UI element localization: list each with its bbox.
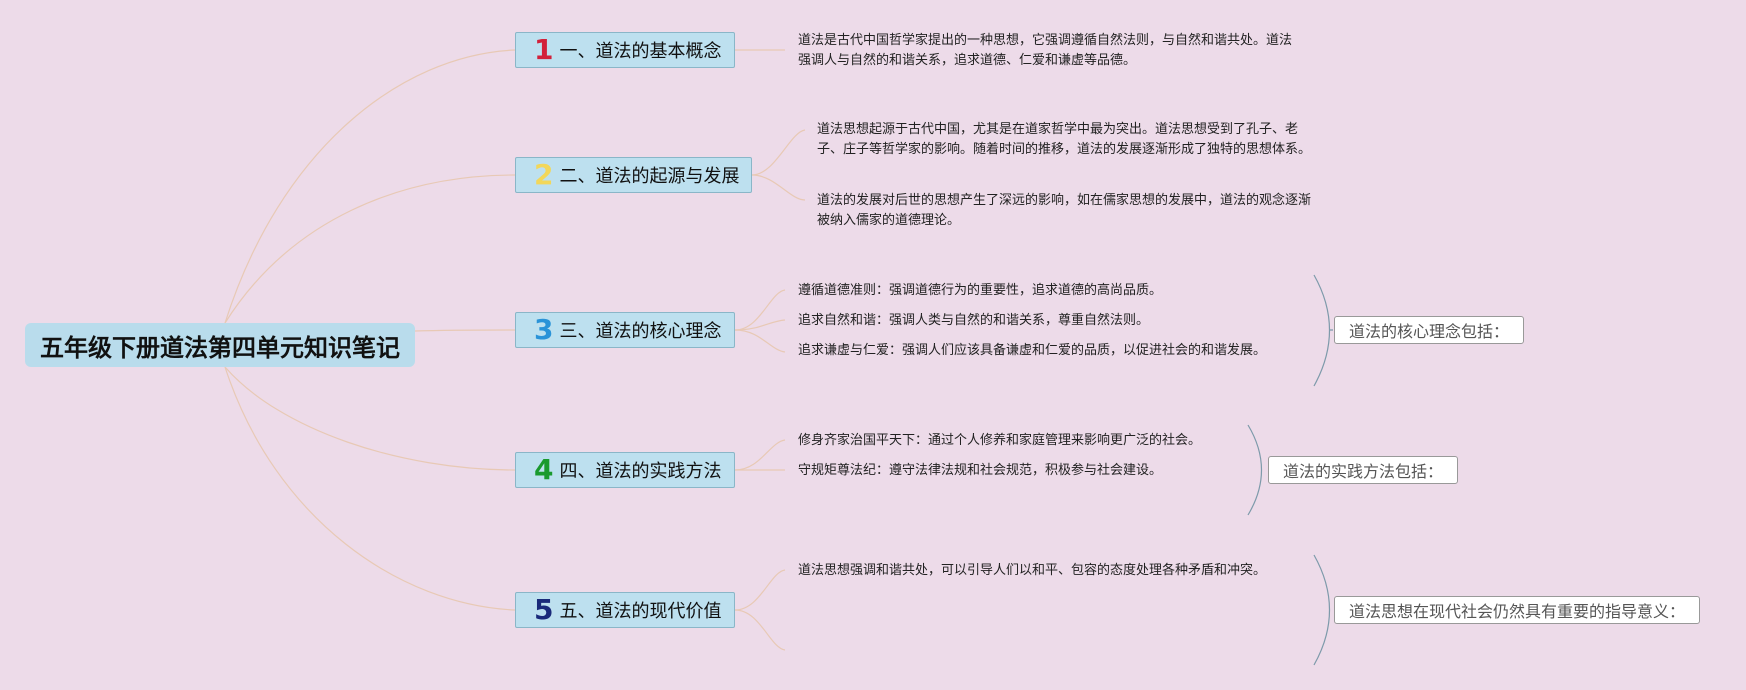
topic-modern-value[interactable]: 5 五、道法的现代价值 bbox=[515, 592, 735, 628]
root-connector-4 bbox=[224, 366, 516, 471]
topic3-connector-c bbox=[734, 329, 786, 353]
root-connector-2 bbox=[224, 174, 516, 324]
summary-practice-methods[interactable]: 道法的实践方法包括： bbox=[1268, 456, 1459, 484]
topic-number-2: 2 bbox=[534, 158, 554, 191]
topic-number-3: 3 bbox=[534, 313, 554, 346]
topic-label: 三、道法的核心理念 bbox=[559, 321, 722, 342]
topic4-connector-a bbox=[734, 439, 786, 471]
root-connector-5 bbox=[224, 366, 516, 611]
topic-practice-methods[interactable]: 4 四、道法的实践方法 bbox=[515, 452, 735, 488]
topic-label: 二、道法的起源与发展 bbox=[559, 166, 740, 187]
topic2-connector-a bbox=[751, 129, 806, 176]
summary-modern-value[interactable]: 道法思想在现代社会仍然具有重要的指导意义： bbox=[1334, 596, 1701, 624]
topic-number-4: 4 bbox=[534, 453, 554, 486]
topic3-connector-b bbox=[734, 319, 786, 331]
topic4-summary-bracket bbox=[1247, 424, 1263, 516]
root-topic[interactable]: 五年级下册道法第四单元知识笔记 bbox=[25, 323, 415, 367]
detail-development[interactable]: 道法的发展对后世的思想产生了深远的影响，如在儒家思想的发展中，道法的观念逐渐被纳… bbox=[817, 193, 1312, 228]
root-title: 五年级下册道法第四单元知识笔记 bbox=[40, 333, 400, 362]
detail-harmony-coexistence[interactable]: 道法思想强调和谐共处，可以引导人们以和平、包容的态度处理各种矛盾和冲突。 bbox=[798, 563, 1267, 578]
root-connector-3 bbox=[414, 329, 516, 332]
detail-natural-harmony[interactable]: 追求自然和谐：强调人类与自然的和谐关系，尊重自然法则。 bbox=[798, 313, 1150, 328]
topic5-connector-b bbox=[734, 609, 786, 651]
topic-core-ideas[interactable]: 3 三、道法的核心理念 bbox=[515, 312, 735, 348]
detail-self-cultivation[interactable]: 修身齐家治国平天下：通过个人修养和家庭管理来影响更广泛的社会。 bbox=[798, 433, 1202, 448]
topic5-summary-bracket bbox=[1313, 554, 1330, 666]
topic-label: 一、道法的基本概念 bbox=[559, 41, 722, 62]
topic3-connector-a bbox=[734, 289, 786, 331]
topic3-summary-bracket bbox=[1313, 274, 1333, 387]
summary-core-ideas[interactable]: 道法的核心理念包括： bbox=[1334, 316, 1525, 344]
detail-moral-principles[interactable]: 遵循道德准则：强调道德行为的重要性，追求道德的高尚品质。 bbox=[798, 283, 1163, 298]
topic-basic-concept[interactable]: 1 一、道法的基本概念 bbox=[515, 32, 735, 68]
root-connector-1 bbox=[224, 49, 516, 324]
topic-origin-development[interactable]: 2 二、道法的起源与发展 bbox=[515, 157, 752, 193]
detail-rule-observance[interactable]: 守规矩尊法纪：遵守法律法规和社会规范，积极参与社会建设。 bbox=[798, 463, 1163, 478]
topic2-connector-b bbox=[751, 174, 806, 201]
topic-label: 五、道法的现代价值 bbox=[559, 601, 722, 622]
detail-origin[interactable]: 道法思想起源于古代中国，尤其是在道家哲学中最为突出。道法思想受到了孔子、老子、庄… bbox=[817, 122, 1312, 157]
topic-number-5: 5 bbox=[534, 593, 554, 626]
detail-modesty-benevolence[interactable]: 追求谦虚与仁爱：强调人们应该具备谦虚和仁爱的品质，以促进社会的和谐发展。 bbox=[798, 343, 1267, 358]
detail-basic-concept[interactable]: 道法是古代中国哲学家提出的一种思想，它强调遵循自然法则，与自然和谐共处。道法强调… bbox=[798, 33, 1293, 68]
topic-label: 四、道法的实践方法 bbox=[559, 461, 722, 482]
topic5-connector-a bbox=[734, 569, 786, 611]
topic-number-1: 1 bbox=[534, 33, 554, 66]
